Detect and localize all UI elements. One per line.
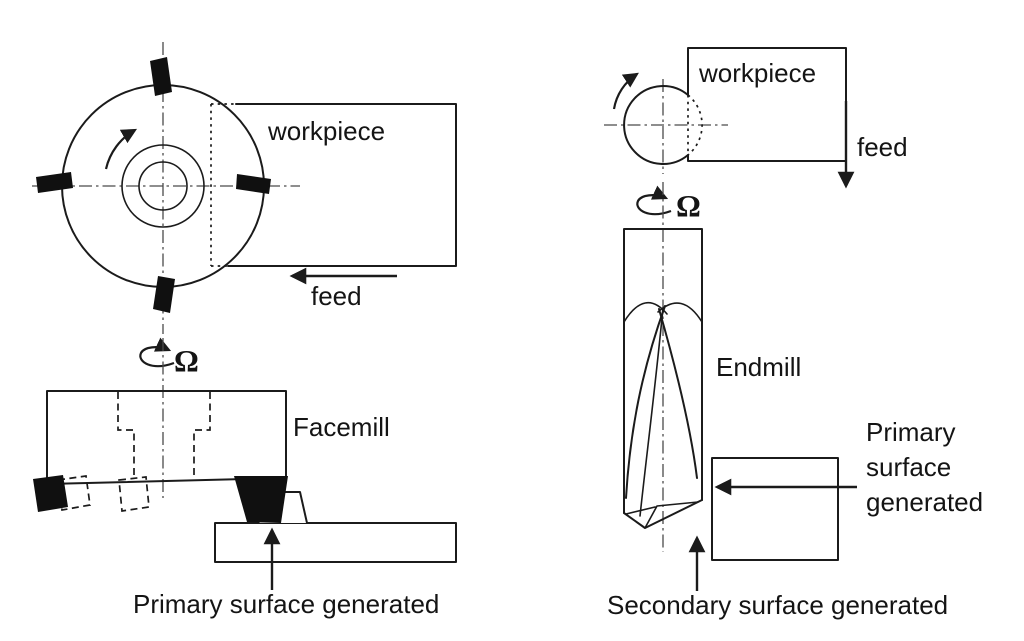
facemill-body (46, 390, 287, 485)
cutter-circle-hidden (687, 94, 703, 156)
facemill-top-view: workpiece feed (32, 42, 457, 334)
rotation-arrow (104, 128, 138, 170)
primary-surface-label-line1: Primary (866, 417, 956, 447)
primary-surface-label-line2: surface (866, 452, 951, 482)
primary-surface-label-line3: generated (866, 487, 983, 517)
endmill-rotation-axis: Ω (636, 185, 701, 223)
workpiece-side-outline (711, 457, 839, 561)
hidden-arbor-lines (117, 392, 211, 478)
secondary-surface-label: Secondary surface generated (607, 590, 948, 620)
cutter-insert (236, 174, 271, 194)
facemill-rotation-axis: Ω (139, 337, 199, 378)
flute-top-curve (657, 302, 703, 323)
feed-label: feed (857, 132, 908, 162)
helical-flute-edge (658, 308, 698, 479)
omega-rotation-arrow (636, 185, 672, 216)
cutter-bore-circle (138, 161, 188, 211)
feed-label: feed (311, 281, 362, 311)
hidden-insert (118, 476, 150, 512)
endmill-top-view: workpiece feed (604, 47, 908, 189)
workpiece-side-outline (214, 522, 457, 563)
cutter-hub-circle (121, 144, 205, 228)
cutter-insert (150, 57, 172, 96)
primary-surface-label: Primary surface generated (133, 589, 439, 619)
cutter-insert (33, 475, 68, 512)
facemill-body-outline (46, 390, 287, 485)
facemill-side-view: Facemill Primary surface generated (33, 338, 457, 619)
helical-flute-edge (625, 305, 666, 499)
cutter-insert (153, 276, 175, 313)
workpiece-label: workpiece (267, 116, 385, 146)
endmill-label: Endmill (716, 352, 801, 382)
cutter-insert (234, 476, 288, 523)
endmill-body (623, 228, 703, 529)
cutter-insert (36, 172, 73, 193)
omega-rotation-arrow (139, 337, 175, 368)
endmill-tip-teeth (625, 501, 699, 529)
omega-symbol: Ω (174, 343, 199, 378)
rotation-arrow (612, 72, 639, 110)
helical-flute-edge (639, 307, 664, 517)
facemill-label: Facemill (293, 412, 390, 442)
cutter-circle-visible (623, 85, 689, 165)
endmill-outline (623, 228, 703, 514)
workpiece-hidden-edges (210, 103, 236, 267)
omega-symbol: Ω (676, 188, 701, 223)
endmill-side-view: Endmill Primary surface generated Second… (607, 182, 983, 620)
workpiece-label: workpiece (698, 58, 816, 88)
workpiece-visible-edges (227, 103, 457, 267)
